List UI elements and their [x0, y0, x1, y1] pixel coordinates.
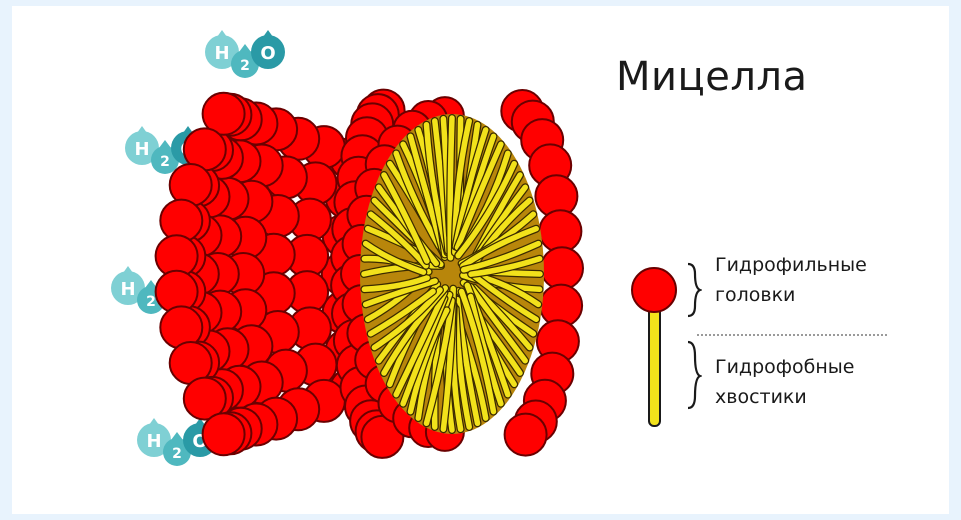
legend-tails-line1: Гидрофобные — [715, 352, 854, 382]
tails-brace-icon — [688, 342, 700, 408]
legend-tail-icon — [649, 304, 660, 426]
legend-heads-line2: головки — [715, 280, 867, 310]
head-sphere — [541, 247, 583, 289]
head-sphere — [505, 414, 547, 456]
legend-tails-label: Гидрофобные хвостики — [715, 352, 854, 412]
legend-head-icon — [632, 268, 676, 312]
hydrophobic-core — [360, 114, 544, 434]
legend-divider — [697, 334, 887, 336]
legend-tails-line2: хвостики — [715, 382, 854, 412]
diagram-canvas: Мицелла H 2 O H — [12, 6, 949, 514]
heads-brace-icon — [688, 264, 700, 316]
head-sphere — [539, 210, 581, 252]
legend-heads-label: Гидрофильные головки — [715, 250, 867, 310]
legend-heads-line1: Гидрофильные — [715, 250, 867, 280]
head-sphere — [203, 413, 245, 455]
legend-amphiphile-molecule — [612, 256, 702, 436]
